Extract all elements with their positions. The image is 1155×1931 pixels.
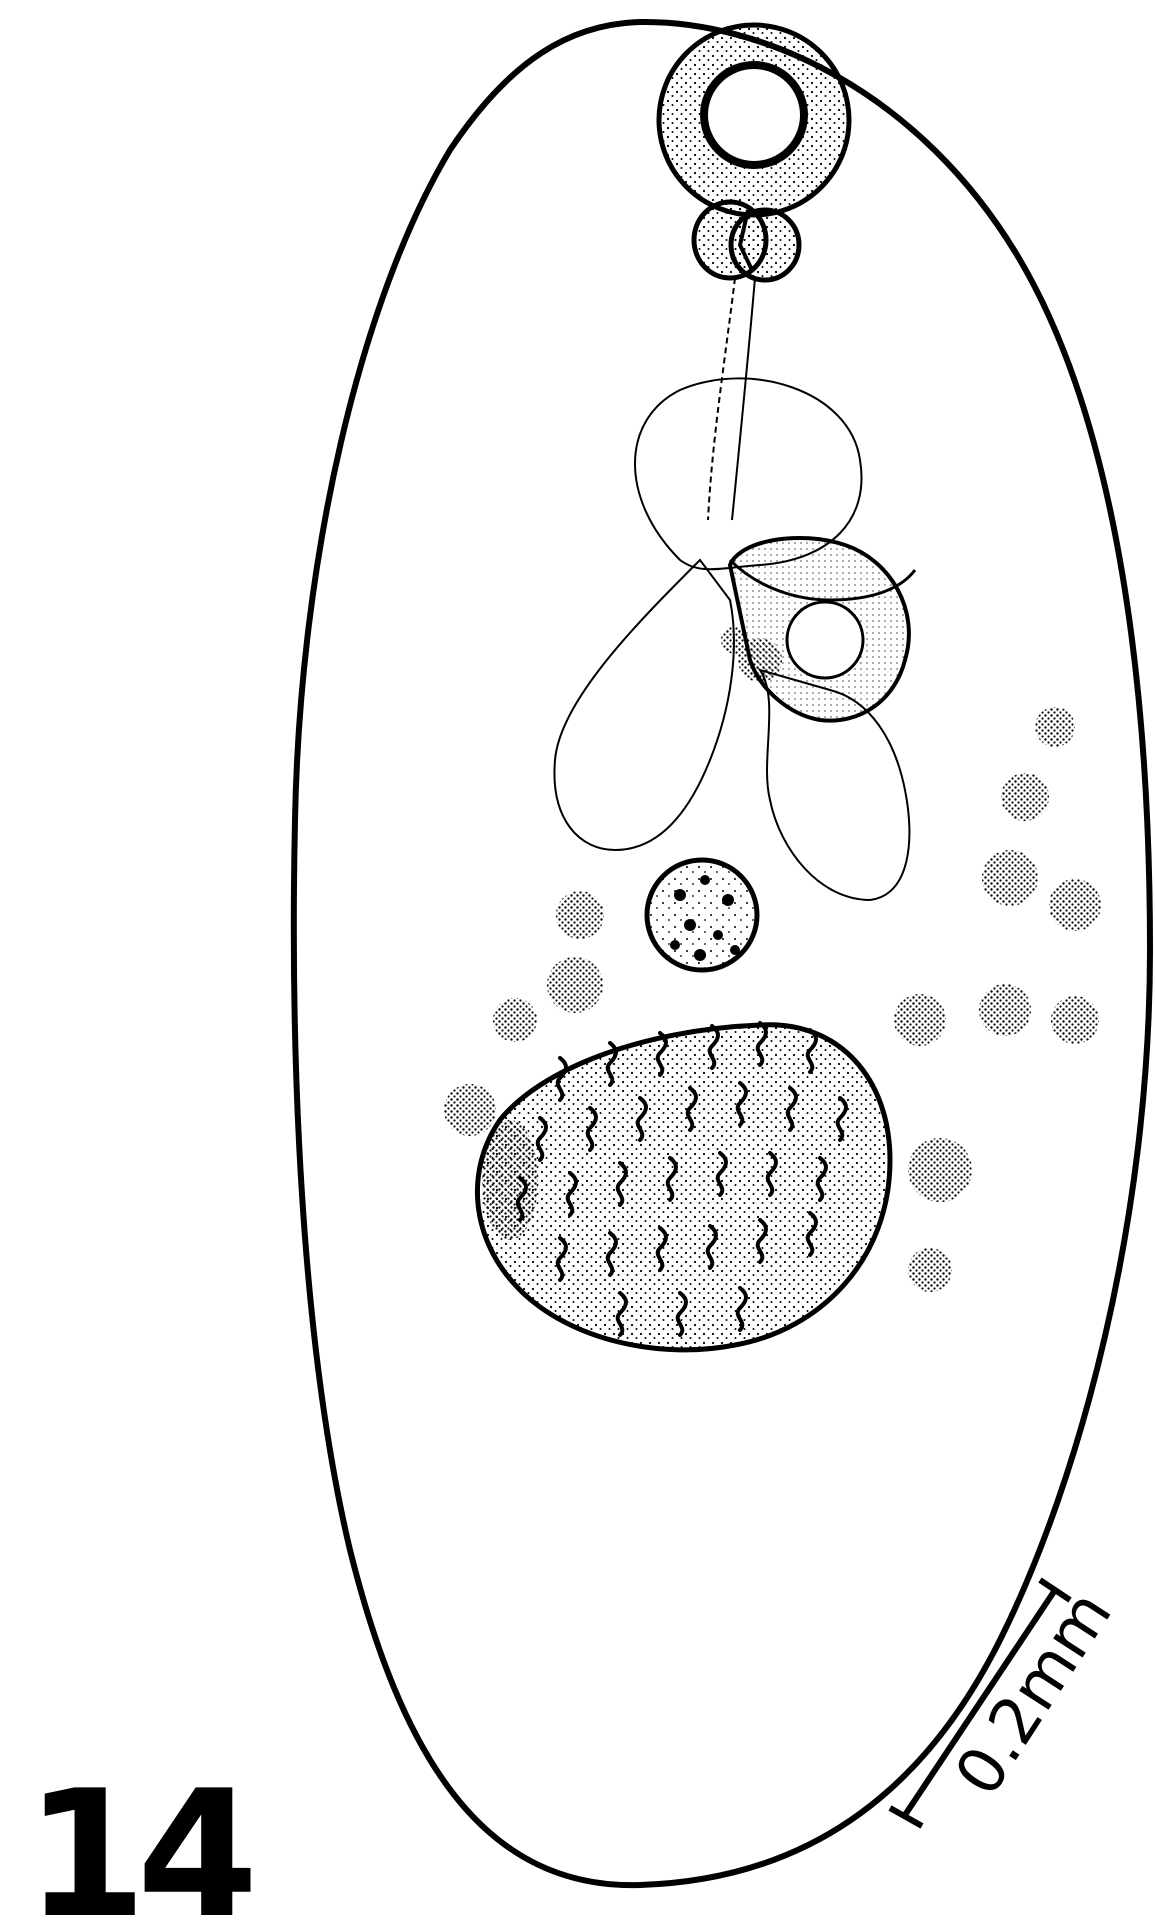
pharynx (694, 202, 799, 280)
ventral-sucker (721, 538, 909, 721)
oral-sucker (659, 25, 849, 215)
esophagus (708, 278, 755, 520)
left-testis (554, 560, 733, 850)
scale-bar: 0.2mm (890, 1578, 1127, 1826)
figure-number: 14 (25, 1754, 251, 1931)
ovary (647, 860, 757, 970)
uterus-egg-mass (477, 1023, 890, 1350)
